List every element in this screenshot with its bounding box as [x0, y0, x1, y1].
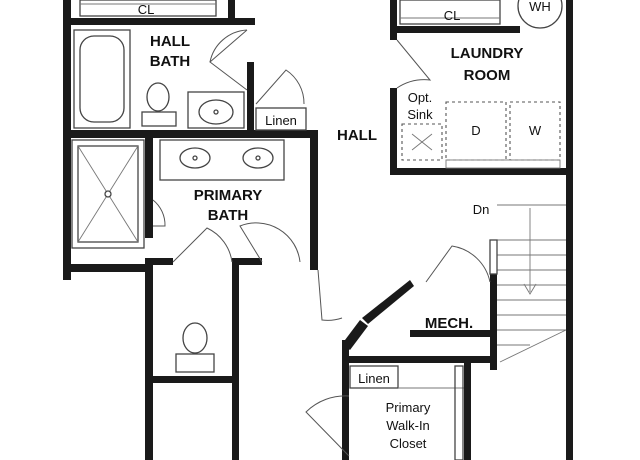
walkin-label-1: Primary — [386, 400, 431, 415]
washer-label: W — [529, 123, 542, 138]
stairs-down-label: Dn — [473, 202, 490, 217]
mech-label: MECH. — [425, 315, 473, 332]
bathtub — [73, 29, 131, 129]
shower — [71, 139, 166, 249]
double-vanity — [159, 139, 285, 181]
primary-toilet — [175, 322, 215, 373]
dryer: D — [445, 101, 507, 161]
primary-bath-door — [172, 227, 233, 263]
hall-label: HALL — [337, 127, 377, 144]
hall-bath-door — [209, 29, 248, 91]
opt-sink — [401, 123, 443, 161]
closet-left-label: CL — [138, 2, 155, 17]
stairs: Dn — [473, 202, 567, 363]
closet-left: CL — [79, 0, 217, 17]
water-heater: WH — [517, 0, 563, 29]
hall-bath-label-2: BATH — [150, 53, 191, 70]
closet-right: CL — [399, 0, 501, 25]
laundry-label-2: ROOM — [464, 67, 511, 84]
water-heater-label: WH — [529, 0, 551, 14]
primary-bath-label-1: PRIMARY — [194, 187, 263, 204]
walkin-label-3: Closet — [390, 436, 427, 451]
laundry-label-1: LAUNDRY — [451, 45, 524, 62]
linen-hall: Linen — [255, 69, 307, 131]
hall-toilet — [141, 82, 177, 127]
walls — [63, 0, 573, 460]
hall-bath-label-1: HALL — [150, 33, 190, 50]
linen-closet-label: Linen — [358, 371, 390, 386]
hall-vanity — [187, 91, 245, 129]
primary-bath-label-2: BATH — [208, 207, 249, 224]
linen-closet: Linen — [349, 365, 399, 389]
washer: W — [509, 101, 561, 161]
linen-hall-label: Linen — [265, 113, 297, 128]
opt-sink-label-2: Sink — [407, 107, 433, 122]
closet-right-label: CL — [444, 8, 461, 23]
opt-sink-label-1: Opt. — [408, 90, 433, 105]
walkin-label-2: Walk-In — [386, 418, 430, 433]
dryer-label: D — [471, 123, 480, 138]
